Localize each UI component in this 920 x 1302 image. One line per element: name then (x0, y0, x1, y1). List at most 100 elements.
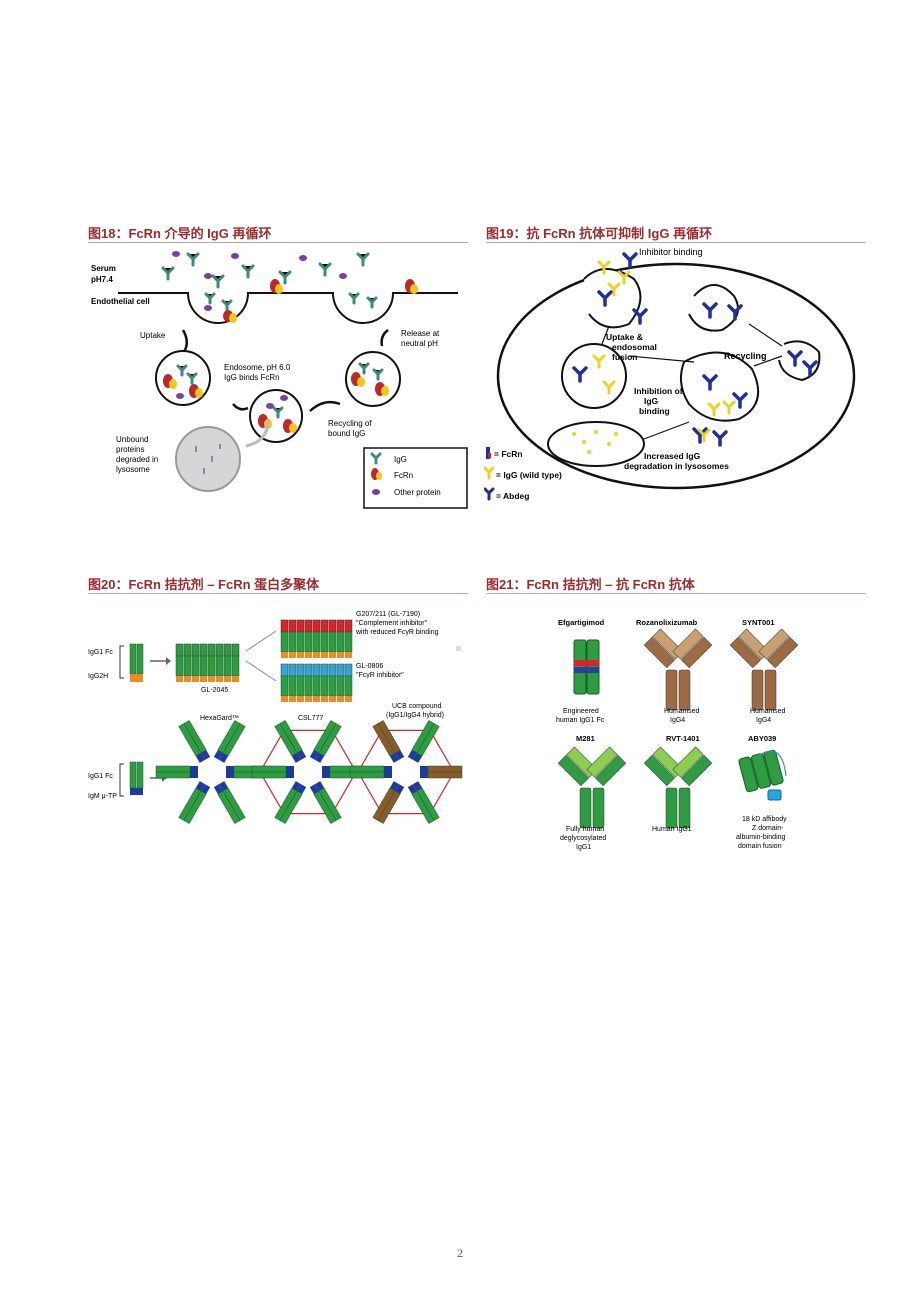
gl7190-multimer (280, 619, 353, 658)
serum-igg-icon (161, 252, 370, 289)
uptake-label-2: endosomal (612, 342, 657, 352)
fig20-diagram: IgG1 Fc IgG2H GL-2045 G207/211 (GL-7190)… (88, 611, 463, 824)
synt001-label: SYNT001 (742, 618, 775, 627)
ph74-label: pH7.4 (91, 275, 113, 284)
serum-label: Serum (91, 264, 116, 273)
endosome-label-1: Endosome, pH 6.0 (224, 363, 291, 372)
humanised-label-1: Humanised (664, 708, 700, 715)
endosome-middle (249, 389, 303, 443)
inhibition-label-3: binding (639, 406, 670, 416)
recycling-label-2: bound IgG (328, 429, 365, 438)
lysosome (175, 426, 241, 492)
recycling-label: Recycling (724, 351, 767, 361)
fig19-caption: 图19：抗 FcRn 抗体可抑制 IgG 再循环 (486, 226, 713, 241)
affibody-label-1: 18 kD affibody (742, 816, 787, 823)
rvt1401-label: RVT-1401 (666, 734, 700, 743)
humanised-label-1b: Humanised (750, 708, 786, 715)
humanised-label-2b: IgG4 (756, 717, 771, 724)
g207-label-1: G207/211 (GL-7190) (356, 611, 420, 618)
g207-label-2: "Complement inhibitor" (356, 620, 428, 627)
page-number: 2 (457, 1246, 463, 1260)
legend-fcrn-19: = FcRn (494, 449, 523, 459)
unbound-label-4: lysosome (116, 465, 150, 474)
fig18-diagram: Serum pH7.4 Endothelial cell Uptake Rele… (91, 251, 468, 509)
recycling-label-1: Recycling of (328, 419, 372, 428)
engineered-label-1: Engineered (563, 708, 599, 715)
fig19-diagram: Inhibitor binding Uptake & endosomal fus… (484, 247, 856, 501)
igm-label: IgM μ-TP (88, 793, 117, 800)
fig21-caption: 图21：FcRn 拮抗剂 – 抗 FcRn 抗体 (486, 577, 695, 592)
pit-igg-icon (204, 292, 378, 312)
gl0806-label-1: GL-0806 (356, 663, 383, 670)
monomer-icon-b (129, 761, 144, 795)
gl2045-label: GL-2045 (201, 687, 228, 694)
uptake-label-1: Uptake & (606, 332, 643, 342)
fig18-rule (88, 242, 468, 243)
affibody-label-2: Z domain- (752, 825, 784, 832)
aby039-icon (738, 749, 787, 801)
fully-label-1: Fully human (566, 826, 604, 833)
m281-label: M281 (576, 734, 595, 743)
endothelial-cell-label: Endothelial cell (91, 297, 150, 306)
abdeg-icon (572, 252, 818, 447)
fig19-rule (486, 242, 866, 243)
g207-label-3: with reduced FcγR binding (355, 629, 439, 636)
synt001-icon (729, 628, 799, 711)
legend-other-protein: Other protein (394, 488, 441, 497)
csl777-label: CSL777 (298, 715, 323, 722)
m281-icon (557, 746, 627, 829)
fig21-diagram: Efgartigimod Rozanolixizumab SYNT001 Eng… (556, 618, 799, 851)
increased-label-1: Increased IgG (644, 451, 701, 461)
rvt1401-icon (643, 746, 713, 829)
increased-label-2: degradation in lysosomes (624, 461, 729, 471)
gl0806-label-2: "FcγR inhibitor" (356, 672, 404, 679)
igg-icon (592, 260, 736, 443)
lysosome-19 (547, 421, 645, 467)
efgartigimod-icon (573, 639, 600, 695)
inhibitor-binding-label: Inhibitor binding (639, 247, 703, 257)
affibody-label-4: domain fusion (738, 843, 782, 850)
efgartigimod-label: Efgartigimod (558, 618, 605, 627)
hexagard-hexamer (155, 720, 269, 824)
igg1fc-label-b: IgG1 Fc (88, 773, 113, 780)
unbound-label-2: proteins (116, 445, 144, 454)
gl2045-multimer (175, 643, 240, 682)
ucb-hexamer (349, 720, 463, 824)
ucb-label-1: UCB compound (392, 703, 442, 710)
inhibition-label-2: IgG (644, 396, 659, 406)
fig20-caption: 图20：FcRn 拮抗剂 – FcRn 蛋白多聚体 (88, 577, 320, 592)
monomer-icon (129, 643, 144, 682)
igg1fc-label: IgG1 Fc (88, 649, 113, 656)
legend-abdeg: = Abdeg (496, 491, 529, 501)
gl0806-multimer (280, 663, 353, 702)
aby039-label: ABY039 (748, 734, 776, 743)
endosome-label-2: IgG binds FcRn (224, 373, 280, 382)
release-label-1: Release at (401, 329, 440, 338)
inhibition-label-1: Inhibition of (634, 386, 683, 396)
unbound-label-3: degraded in (116, 455, 158, 464)
human-igg1-label: Human IgG1 (652, 826, 692, 833)
fig21-rule (486, 593, 866, 594)
fig20-rule (88, 593, 468, 594)
legend-fcrn: FcRn (394, 471, 413, 480)
legend-igg-19: = IgG (wild type) (496, 470, 562, 480)
uptake-label: Uptake (140, 331, 166, 340)
csl777-hexamer (251, 720, 365, 824)
engineered-label-2: human IgG1 Fc (556, 717, 605, 724)
release-label-2: neutral pH (401, 339, 438, 348)
rozanolixizumab-icon (643, 628, 713, 711)
hexagard-label: HexaGard™ (200, 715, 239, 722)
humanised-label-2: IgG4 (670, 717, 685, 724)
legend-igg: IgG (394, 455, 407, 464)
other-protein-icon (172, 251, 347, 279)
igg2h-label: IgG2H (88, 673, 108, 680)
fully-label-3: IgG1 (576, 844, 591, 851)
ucb-label-2: (IgG1/IgG4 hybrid) (386, 712, 444, 719)
fcrn-icon (270, 279, 418, 294)
affibody-label-3: albumin-binding (736, 834, 786, 841)
fig18-caption: 图18：FcRn 介导的 IgG 再循环 (88, 226, 272, 241)
rozanolixizumab-label: Rozanolixizumab (636, 618, 698, 627)
unbound-label-1: Unbound (116, 435, 148, 444)
fully-label-2: deglycosylated (560, 835, 606, 842)
uptake-label-3: fusion (612, 352, 638, 362)
